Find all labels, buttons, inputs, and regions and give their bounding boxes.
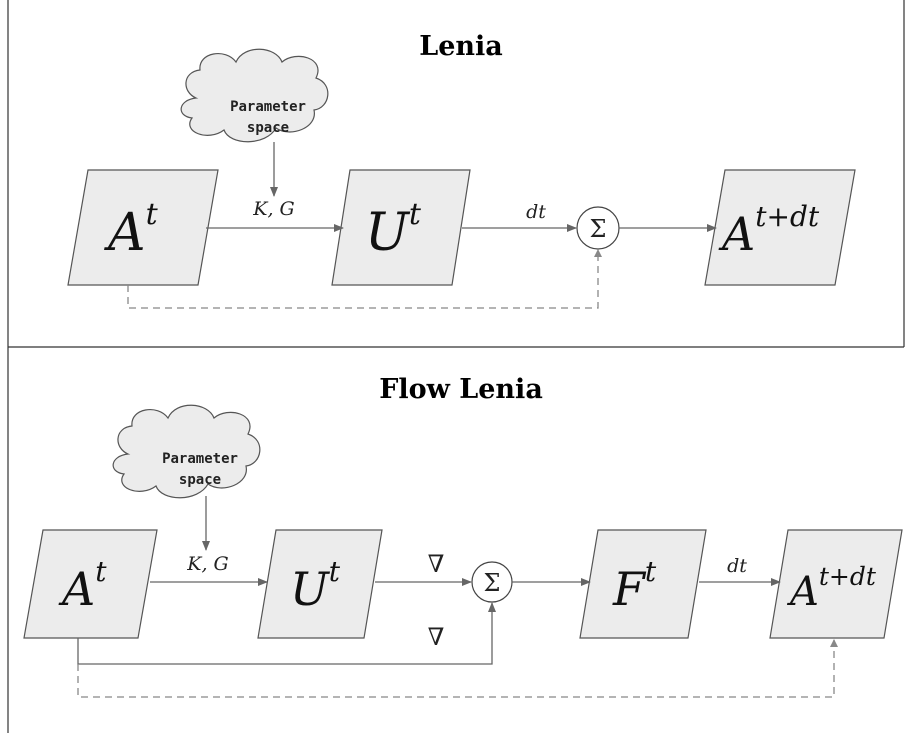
- panel-frame: [7, 0, 905, 733]
- sum-node: Σ: [576, 206, 620, 250]
- parameter-space-cloud: Parameter space: [180, 48, 329, 143]
- flow-node-a-t: At: [23, 529, 158, 639]
- cloud-flow-label-line2: space: [179, 472, 221, 488]
- lenia-panel: Lenia Parameter space At Ut At+dt Σ K, G: [67, 31, 856, 309]
- flow-node-u-t-label: Ut: [290, 555, 341, 616]
- node-a-t: At: [67, 169, 219, 286]
- flow-node-f-t: Ft: [579, 529, 707, 639]
- flow-edge-grad-bottom: ∇: [428, 623, 445, 651]
- flow-node-a-t-dt-label: At+dt: [786, 562, 877, 615]
- node-a-t-label: At: [104, 197, 159, 263]
- cloud-label-line2: space: [247, 120, 289, 136]
- flow-lenia-panel: Flow Lenia Parameter space At Ut Ft At+d…: [23, 374, 903, 698]
- node-u-t-label: Ut: [365, 197, 422, 263]
- flow-edge-kg-label: K, G: [186, 553, 228, 575]
- parameter-space-cloud-flow: Parameter space: [112, 404, 261, 499]
- flow-lenia-title: Flow Lenia: [379, 374, 543, 405]
- flow-sum-symbol: Σ: [484, 569, 501, 597]
- edge-dt-label: dt: [526, 201, 546, 223]
- node-a-t-dt: At+dt: [704, 169, 856, 286]
- flow-node-u-t: Ut: [257, 529, 383, 639]
- sum-symbol: Σ: [590, 215, 607, 243]
- lenia-title: Lenia: [419, 31, 503, 62]
- node-u-t: Ut: [331, 169, 471, 286]
- flow-node-a-t-dt: At+dt: [769, 529, 903, 639]
- flow-node-f-t-label: Ft: [612, 555, 657, 616]
- flow-sum-node: Σ: [471, 561, 513, 603]
- flow-edge-grad-top: ∇: [428, 550, 445, 578]
- edge-kg-label: K, G: [252, 198, 294, 220]
- flow-node-a-t-label: At: [58, 555, 107, 616]
- node-a-t-dt-label: At+dt: [718, 200, 820, 261]
- flow-edge-dt-label: dt: [727, 555, 747, 577]
- cloud-label-line1: Parameter: [230, 99, 306, 115]
- flow-edge-a-to-sum: [77, 602, 496, 665]
- cloud-flow-label-line1: Parameter: [162, 451, 238, 467]
- edge-dashed-residual: [127, 249, 602, 309]
- flow-edge-dashed-residual: [77, 639, 838, 698]
